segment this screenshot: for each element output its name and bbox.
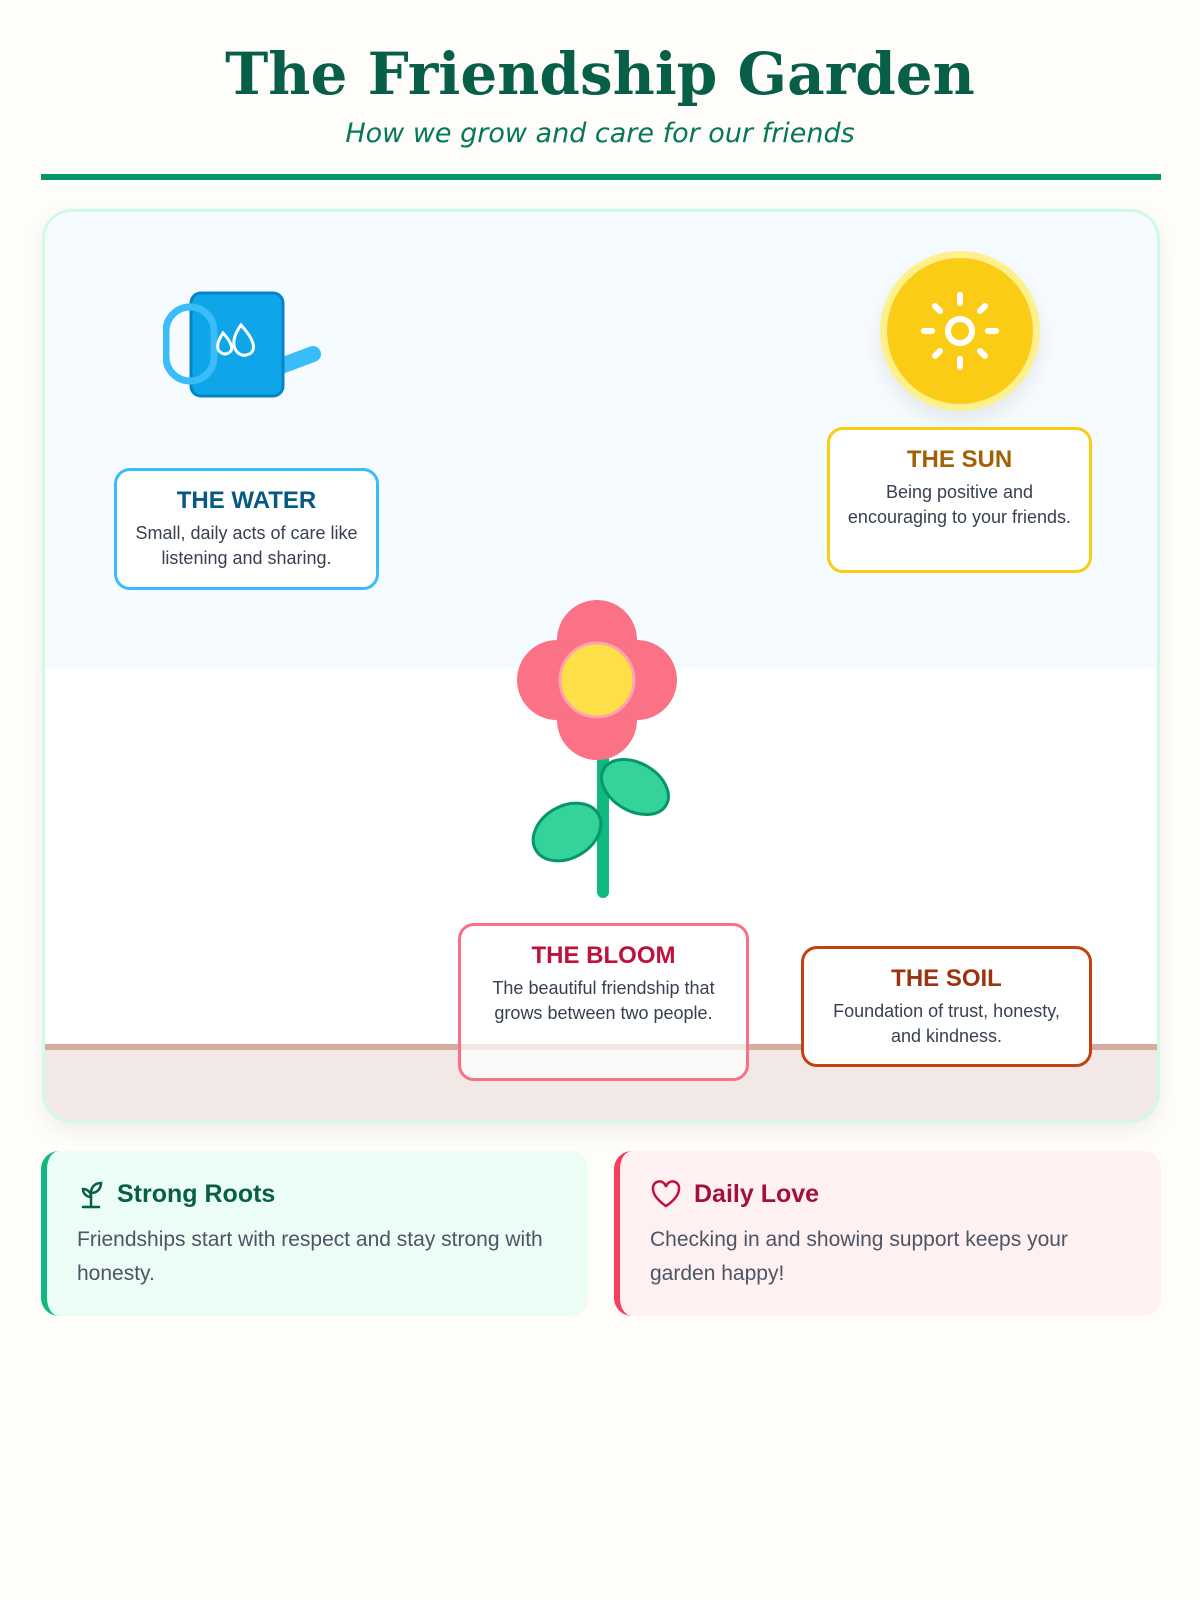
bloom-text: The beautiful friendship that grows betw…: [492, 978, 715, 1023]
sun-icon: [880, 251, 1040, 411]
heart-icon: [651, 1180, 681, 1208]
strong-roots-text: Friendships start with respect and stay …: [77, 1228, 543, 1285]
sun-glyph-icon: [921, 292, 999, 370]
soil-title: THE SOIL: [891, 965, 1002, 992]
daily-love-title: Daily Love: [694, 1179, 820, 1208]
page-subtitle: How we grow and care for our friends: [345, 118, 855, 149]
water-label-box: THE WATER Small, daily acts of care like…: [114, 468, 379, 590]
bloom-label-box: THE BLOOM The beautiful friendship that …: [458, 923, 749, 1081]
daily-love-text: Checking in and showing support keeps yo…: [650, 1228, 1068, 1285]
soil-label-box: THE SOIL Foundation of trust, honesty, a…: [801, 946, 1092, 1067]
sun-text: Being positive and encouraging to your f…: [847, 482, 1072, 527]
water-title: THE WATER: [176, 487, 317, 514]
water-text: Small, daily acts of care like listening…: [135, 523, 358, 568]
garden-scene: THE WATER Small, daily acts of care like…: [42, 209, 1160, 1123]
bloom-title: THE BLOOM: [531, 942, 676, 969]
daily-love-card: Daily Love Checking in and showing suppo…: [614, 1151, 1161, 1316]
soil-text: Foundation of trust, honesty, and kindne…: [833, 1001, 1060, 1046]
page-title: The Friendship Garden: [225, 40, 975, 108]
sprout-icon: [81, 1181, 103, 1209]
divider: [41, 174, 1161, 180]
strong-roots-card: Strong Roots Friendships start with resp…: [41, 1151, 588, 1316]
strong-roots-title: Strong Roots: [117, 1179, 276, 1208]
sun-title: THE SUN: [906, 446, 1013, 473]
watering-can-icon: [163, 291, 321, 398]
sun-label-box: THE SUN Being positive and encouraging t…: [827, 427, 1092, 573]
flower-icon: [517, 600, 677, 898]
